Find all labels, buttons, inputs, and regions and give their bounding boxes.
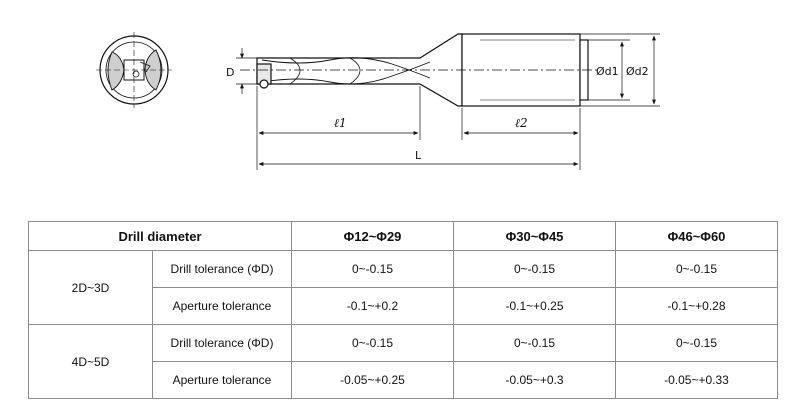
drill-side-view [240,33,600,107]
table-cell: -0.05~+0.25 [291,361,454,399]
row-label: Drill tolerance (ΦD) [152,324,292,362]
dim-label-D: D [226,66,234,79]
table-cell: 0~-0.15 [453,250,616,288]
row-label: Drill tolerance (ΦD) [152,250,292,288]
table-cell: 0~-0.15 [453,324,616,362]
row-label: Aperture tolerance [152,361,292,399]
dimension-lines [236,33,660,170]
table-cell: 0~-0.15 [291,324,454,362]
group-label-2d-3d: 2D~3D [28,250,153,325]
table-cell: -0.05~+0.33 [615,361,778,399]
dim-label-d2: Ød2 [626,65,649,78]
drill-end-view [96,32,172,108]
row-label: Aperture tolerance [152,287,292,325]
table-cell: -0.1~+0.25 [453,287,616,325]
header-col-2: Φ30~Φ45 [453,221,616,251]
table-row: Aperture tolerance -0.1~+0.2 -0.1~+0.25 … [29,287,778,325]
table-row: Aperture tolerance -0.05~+0.25 -0.05~+0.… [29,361,778,399]
dim-label-l1: ℓ1 [334,116,347,130]
tolerance-table: Drill diameter Φ12~Φ29 Φ30~Φ45 Φ46~Φ60 2… [28,221,778,399]
group-label-4d-5d: 4D~5D [28,324,153,399]
header-drill-diameter: Drill diameter [28,221,292,251]
table-cell: -0.05~+0.3 [453,361,616,399]
dim-label-l2: ℓ2 [515,116,528,130]
dim-label-L: L [415,149,422,162]
table-row: 2D~3D Drill tolerance (ΦD) 0~-0.15 0~-0.… [28,250,778,325]
table-cell: -0.1~+0.28 [615,287,778,325]
table-row: 4D~5D Drill tolerance (ΦD) 0~-0.15 0~-0.… [28,324,778,399]
table-cell: 0~-0.15 [615,324,778,362]
dim-label-d1: Ød1 [596,65,619,78]
table-cell: 0~-0.15 [291,250,454,288]
header-col-1: Φ12~Φ29 [291,221,454,251]
drill-technical-drawing: D ℓ1 ℓ2 L Ød1 Ød2 [96,32,660,170]
table-header-row: Drill diameter Φ12~Φ29 Φ30~Φ45 Φ46~Φ60 [28,221,778,251]
table-cell: -0.1~+0.2 [291,287,454,325]
table-cell: 0~-0.15 [615,250,778,288]
header-col-3: Φ46~Φ60 [615,221,778,251]
